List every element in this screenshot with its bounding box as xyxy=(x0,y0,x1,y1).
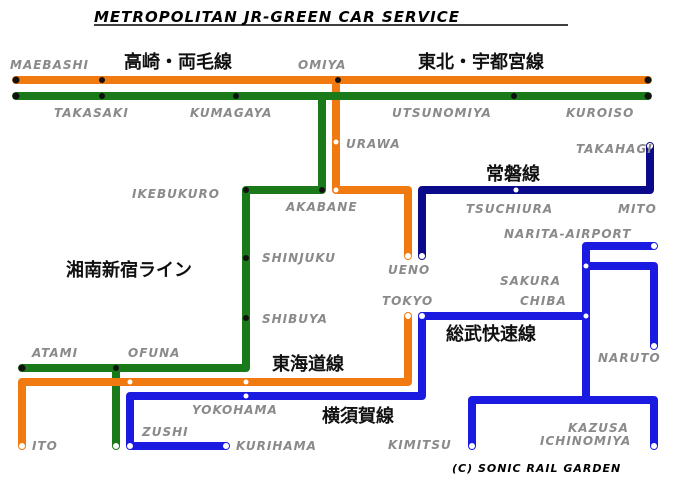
station-atami: ATAMI xyxy=(31,346,78,360)
track-shonan-shinjuku-green xyxy=(18,92,326,372)
line-name-tohoku-utsunomiya: 東北・宇都宮線 xyxy=(418,51,544,73)
station-naruto: NARUTO xyxy=(598,351,661,365)
station-kuroiso: KUROISO xyxy=(566,106,634,120)
line-name-shonan-shinjuku: 湘南新宿ライン xyxy=(66,259,192,281)
track-tokaido-orange xyxy=(18,312,412,450)
station-mito: MITO xyxy=(618,202,657,216)
track-sotobo-blue xyxy=(582,396,658,450)
line-name-sobu-rapid: 総武快速線 xyxy=(446,323,536,345)
station-chiba: CHIBA xyxy=(520,294,567,308)
station-dots xyxy=(12,76,657,449)
station-shinjuku: SHINJUKU xyxy=(262,251,336,265)
station-tokyo: TOKYO xyxy=(382,294,433,308)
station-tsuchiura: TSUCHIURA xyxy=(466,202,553,216)
station-narita-airport: NARITA-AIRPORT xyxy=(504,227,631,241)
line-name-yokosuka: 横須賀線 xyxy=(322,405,394,427)
track-naruto-blue xyxy=(582,262,658,350)
track-uchibo-blue xyxy=(468,312,590,450)
station-sakura: SAKURA xyxy=(500,274,561,288)
station-kurihama: KURIHAMA xyxy=(236,439,317,453)
track-joban-navy xyxy=(418,142,654,260)
station-urawa: URAWA xyxy=(346,137,401,151)
station-ito: ITO xyxy=(32,439,58,453)
track-narita-blue xyxy=(582,242,658,320)
station-ueno: UENO xyxy=(388,263,430,277)
station-kimitsu: KIMITSU xyxy=(388,438,452,452)
station-ofuna: OFUNA xyxy=(128,346,180,360)
station-takahagi: TAKAHAGI xyxy=(576,142,653,156)
credit-text: (C) SONIC RAIL GARDEN xyxy=(452,462,621,475)
track-yokosuka-blue xyxy=(126,312,426,450)
line-name-takasaki-ryomo: 高崎・両毛線 xyxy=(124,51,232,73)
station-omiya: OMIYA xyxy=(298,58,346,72)
station-akabane: AKABANE xyxy=(285,200,358,214)
line-name-joban: 常磐線 xyxy=(486,163,540,185)
station-yokohama: YOKOHAMA xyxy=(192,403,278,417)
map-title: METROPOLITAN JR-GREEN CAR SERVICE xyxy=(94,8,460,26)
station-shibuya: SHIBUYA xyxy=(262,312,328,326)
track-keihin-orange xyxy=(332,76,412,260)
station-maebashi: MAEBASHI xyxy=(10,58,89,72)
line-name-tokaido: 東海道線 xyxy=(272,353,344,375)
station-zushi: ZUSHI xyxy=(141,425,189,439)
station-ichinomiya: ICHINOMIYA xyxy=(540,434,631,448)
station-ikebukuro: IKEBUKURO xyxy=(132,187,220,201)
station-utsunomiya: UTSUNOMIYA xyxy=(392,106,492,120)
station-kumagaya: KUMAGAYA xyxy=(190,106,272,120)
station-kazusa: KAZUSA xyxy=(568,421,629,435)
station-takasaki: TAKASAKI xyxy=(54,106,129,120)
